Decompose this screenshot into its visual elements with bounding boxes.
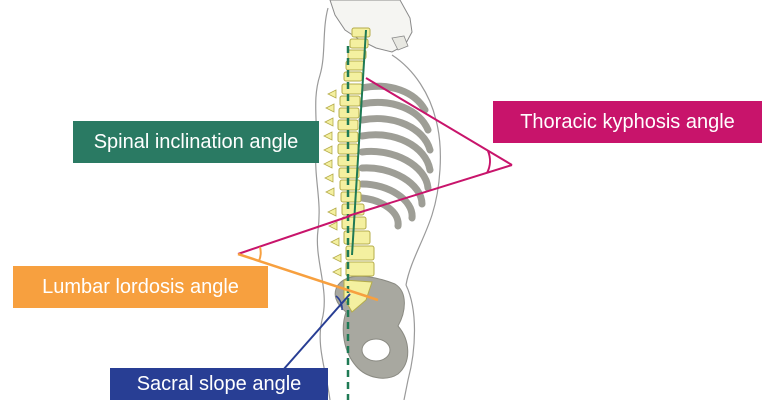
- skull: [330, 0, 412, 52]
- sacral-slope-label: Sacral slope angle: [110, 368, 328, 400]
- rib-cage: [362, 86, 430, 226]
- spinous-processes: [324, 90, 341, 276]
- thoracic-kyphosis-label: Thoracic kyphosis angle: [493, 101, 762, 143]
- spinal-inclination-label: Spinal inclination angle: [73, 121, 319, 163]
- sacral-slope-lines: [283, 294, 350, 370]
- lumbar-lordosis-label: Lumbar lordosis angle: [13, 266, 268, 308]
